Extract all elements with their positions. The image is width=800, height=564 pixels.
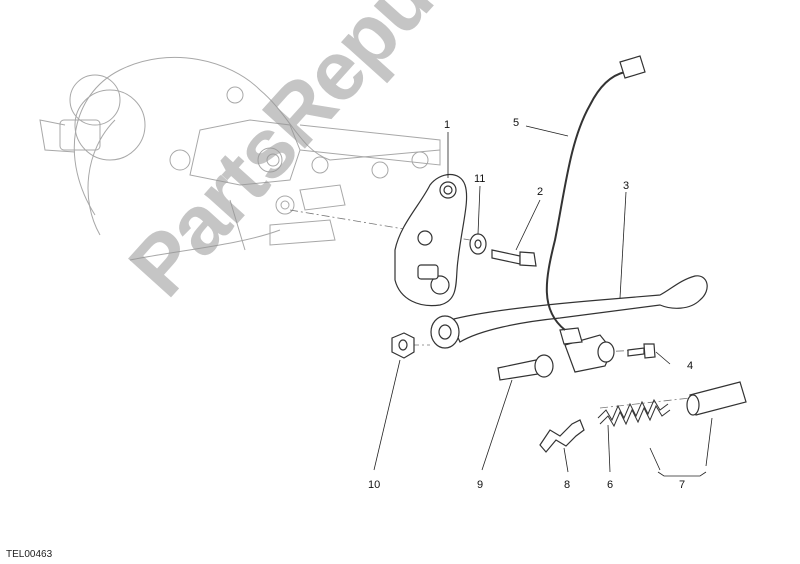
callout-8: 8 <box>564 479 571 491</box>
bracket-clip <box>539 419 585 453</box>
side-stand-plate <box>394 173 468 307</box>
callout-2: 2 <box>537 186 544 198</box>
callout-6: 6 <box>607 479 614 491</box>
sleeve <box>686 381 747 416</box>
engine-case-ghost <box>39 56 441 261</box>
pivot-pin <box>497 354 554 381</box>
callout-3: 3 <box>623 180 630 192</box>
callout-5: 5 <box>513 117 520 129</box>
screw <box>627 343 656 359</box>
washer <box>469 233 487 255</box>
callout-10: 10 <box>368 479 381 491</box>
callout-9: 9 <box>477 479 484 491</box>
callout-1: 1 <box>444 119 451 131</box>
callout-7: 7 <box>679 479 686 491</box>
bolt <box>491 249 537 267</box>
leader-lines <box>373 125 713 477</box>
callout-4: 4 <box>687 360 694 372</box>
sensor-switch <box>545 55 646 373</box>
spring <box>597 398 671 428</box>
drawing-code: TEL00463 <box>6 549 53 560</box>
callout-11: 11 <box>474 173 486 185</box>
nut <box>391 332 415 359</box>
